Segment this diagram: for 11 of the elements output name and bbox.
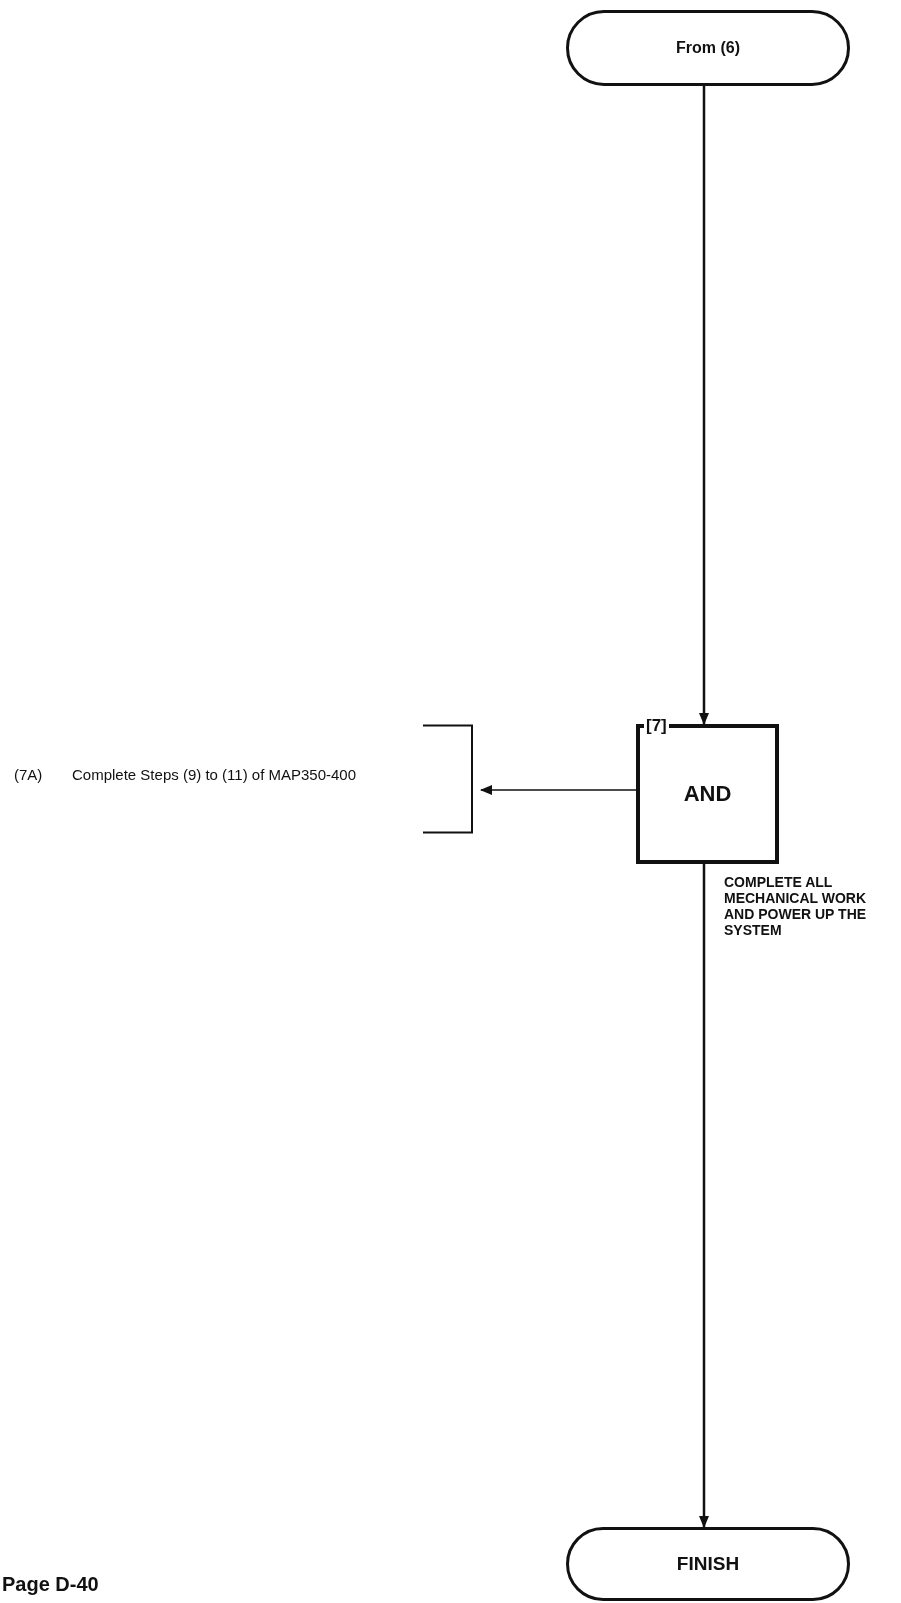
arrow: [480, 785, 637, 795]
arrow: [699, 86, 709, 725]
step-instruction: Complete Steps (9) to (11) of MAP350-400: [72, 766, 358, 783]
terminal-pill: From (6): [566, 10, 850, 86]
page-number: Page D-40: [2, 1573, 99, 1596]
arrow: [699, 864, 709, 1528]
step-number: [7]: [644, 716, 669, 736]
step-bracket: [422, 724, 473, 834]
gate-text: AND: [683, 781, 732, 807]
terminal-pill: FINISH: [566, 1527, 850, 1601]
step-number: (7A): [14, 766, 43, 783]
